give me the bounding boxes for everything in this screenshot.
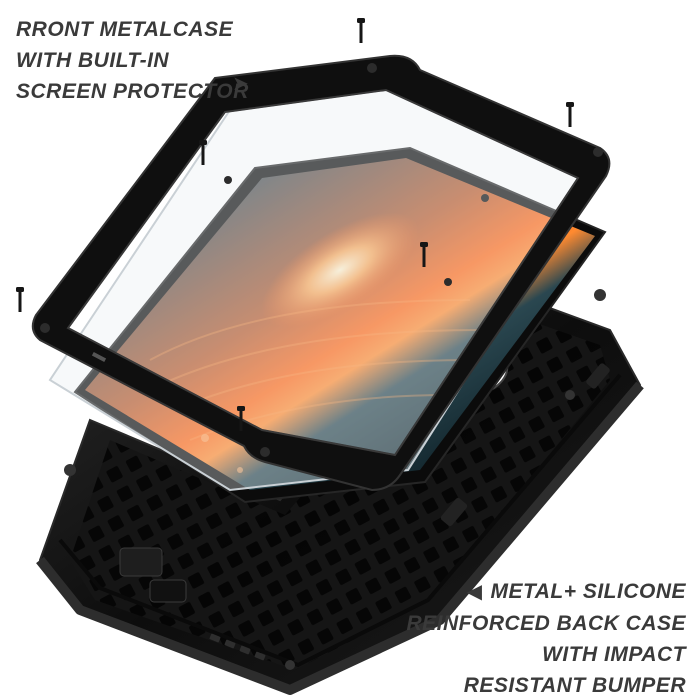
back-caption-line-4: RESISTANT BUMPER bbox=[463, 674, 686, 697]
arrow-right-icon: ➤ bbox=[232, 73, 249, 95]
front-caption-line-2: WITH BUILT-IN bbox=[16, 49, 170, 72]
back-caption-line-3: WITH IMPACT bbox=[542, 643, 686, 666]
back-caption-line-2: REINFORCED BACK CASE bbox=[406, 612, 686, 635]
front-frame bbox=[31, 54, 611, 492]
front-caption-line-1: RRONT METALCASE bbox=[16, 18, 234, 41]
back-caption-line-1-text: METAL+ SILICONE bbox=[490, 580, 686, 603]
arrow-left-icon: ◀ bbox=[466, 581, 483, 603]
back-case-caption: ◀ METAL+ SILICONE REINFORCED BACK CASE WI… bbox=[406, 576, 686, 700]
screw-icon bbox=[16, 18, 574, 431]
back-caption-line-1: ◀ METAL+ SILICONE bbox=[406, 576, 686, 608]
front-caption-line-3: SCREEN PROTECTOR bbox=[16, 80, 249, 103]
camera-hole-icon bbox=[481, 194, 489, 202]
front-case-caption: RRONT METALCASE WITH BUILT-IN SCREEN PRO… bbox=[16, 14, 249, 107]
